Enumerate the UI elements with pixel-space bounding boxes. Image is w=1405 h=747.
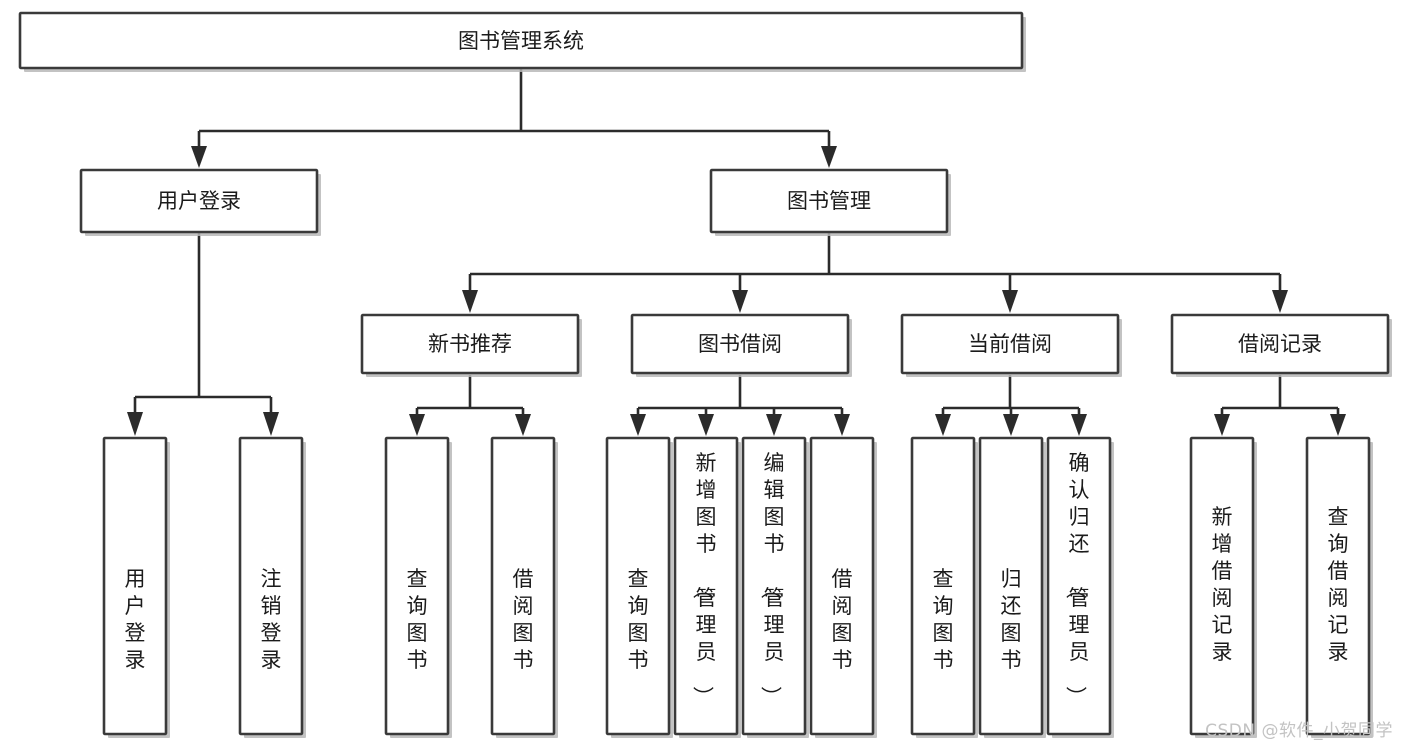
node-query-record[interactable]: 查询借阅记录 xyxy=(1305,436,1373,738)
arrow-head-add-record xyxy=(1214,414,1230,436)
node-book-borrow[interactable]: 图书借阅 xyxy=(630,313,852,377)
node-new-book-rec-label: 新书推荐 xyxy=(428,332,512,356)
node-add-book-label: 新增图书（管理员） xyxy=(691,451,717,707)
node-user-login-label: 用户登录 xyxy=(157,189,241,213)
node-book-manage-label: 图书管理 xyxy=(787,189,871,213)
node-query-book-3-label: 查询图书 xyxy=(933,567,954,672)
arrow-head-confirm-return xyxy=(1071,414,1087,436)
arrow-head-login xyxy=(127,412,143,436)
node-borrow-book-1[interactable]: 借阅图书 xyxy=(490,436,558,738)
arrow-head-query-book-1 xyxy=(409,414,425,436)
node-query-book-1[interactable]: 查询图书 xyxy=(384,436,452,738)
node-confirm-return[interactable]: 确认归还（管理员） xyxy=(1046,436,1114,738)
node-add-book[interactable]: 新增图书（管理员） xyxy=(673,436,741,738)
arrow-head-borrow-record xyxy=(1272,290,1288,313)
node-book-borrow-label: 图书借阅 xyxy=(698,332,782,356)
node-add-record-label: 新增借阅记录 xyxy=(1212,505,1233,664)
arrow-head-borrow-book-1 xyxy=(515,414,531,436)
node-query-book-2-label: 查询图书 xyxy=(628,567,649,672)
node-logout[interactable]: 注销登录 xyxy=(238,436,306,738)
node-borrow-book-2[interactable]: 借阅图书 xyxy=(809,436,877,738)
node-query-book-1-label: 查询图书 xyxy=(407,567,428,672)
node-user-login[interactable]: 用户登录 xyxy=(79,168,321,236)
node-current-borrow[interactable]: 当前借阅 xyxy=(900,313,1122,377)
arrow-head-edit-book xyxy=(766,414,782,436)
node-borrow-book-2-label: 借阅图书 xyxy=(832,567,853,672)
node-query-record-label: 查询借阅记录 xyxy=(1328,505,1349,664)
node-login[interactable]: 用户登录 xyxy=(102,436,170,738)
node-borrow-book-1-label: 借阅图书 xyxy=(513,567,534,672)
node-current-borrow-label: 当前借阅 xyxy=(968,332,1052,356)
node-borrow-record[interactable]: 借阅记录 xyxy=(1170,313,1392,377)
node-confirm-return-label: 确认归还（管理员） xyxy=(1064,451,1090,707)
node-add-record[interactable]: 新增借阅记录 xyxy=(1189,436,1257,738)
arrow-head-book-manage xyxy=(821,146,837,168)
arrow-head-query-book-2 xyxy=(630,414,646,436)
csdn-watermark: CSDN @软件_小贺同学 xyxy=(1205,721,1393,741)
node-new-book-rec[interactable]: 新书推荐 xyxy=(360,313,582,377)
node-login-label: 用户登录 xyxy=(125,567,146,672)
arrow-head-return-book xyxy=(1003,414,1019,436)
arrow-head-borrow-book-2 xyxy=(834,414,850,436)
node-logout-label: 注销登录 xyxy=(261,567,282,672)
arrow-head-book-borrow xyxy=(732,290,748,313)
arrow-head-logout xyxy=(263,412,279,436)
node-query-book-2[interactable]: 查询图书 xyxy=(605,436,673,738)
node-borrow-record-label: 借阅记录 xyxy=(1238,332,1322,356)
connector-layer xyxy=(127,68,1346,436)
arrow-head-query-book-3 xyxy=(935,414,951,436)
arrow-head-current-borrow xyxy=(1002,290,1018,313)
node-query-book-3[interactable]: 查询图书 xyxy=(910,436,978,738)
node-edit-book[interactable]: 编辑图书（管理员） xyxy=(741,436,809,738)
node-root[interactable]: 图书管理系统 xyxy=(18,11,1026,72)
node-book-manage[interactable]: 图书管理 xyxy=(709,168,951,236)
node-edit-book-label: 编辑图书（管理员） xyxy=(759,451,785,707)
arrow-head-user-login xyxy=(191,146,207,168)
arrow-head-query-record xyxy=(1330,414,1346,436)
node-return-book-label: 归还图书 xyxy=(1001,567,1022,672)
node-return-book[interactable]: 归还图书 xyxy=(978,436,1046,738)
arrow-head-new-book-rec xyxy=(462,290,478,313)
arrow-head-add-book xyxy=(698,414,714,436)
node-root-label: 图书管理系统 xyxy=(458,29,584,53)
